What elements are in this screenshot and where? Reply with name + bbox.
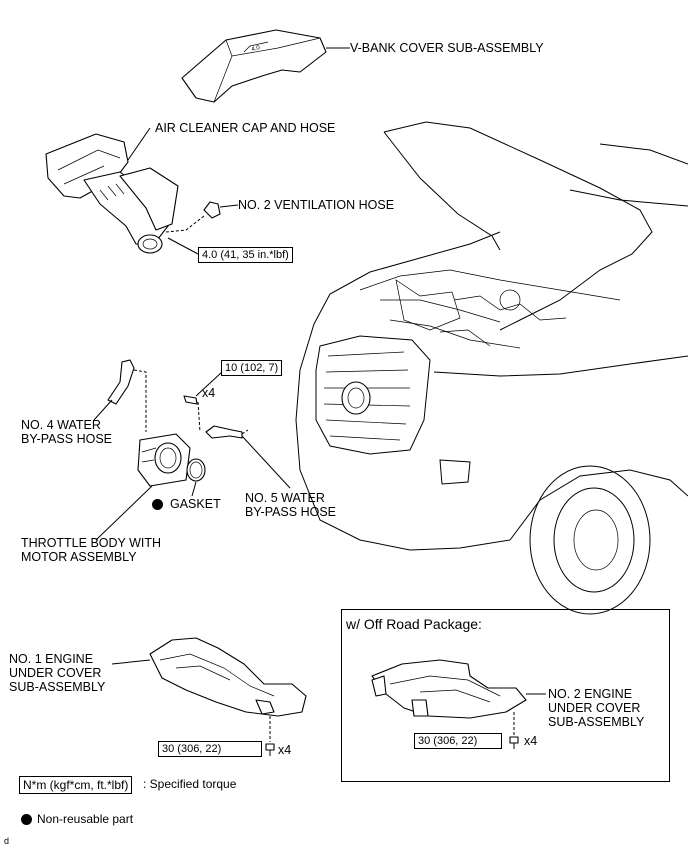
label-air-cleaner: AIR CLEANER CAP AND HOSE	[155, 121, 336, 135]
torque-under-cover-2: 30 (306, 22)	[414, 733, 502, 749]
leader-ventilation-torque	[167, 237, 199, 255]
figure-code: d	[4, 836, 10, 846]
svg-text:4.0: 4.0	[251, 45, 261, 53]
under-cover-1-part	[149, 637, 307, 742]
label-vbank-cover: V-BANK COVER SUB-ASSEMBLY	[350, 41, 544, 55]
torque-throttle-bolt: 10 (102, 7)	[221, 360, 283, 376]
gasket-part	[186, 458, 206, 482]
non-reusable-mark-gasket	[152, 499, 163, 510]
label-water-hose-4-line1: NO. 4 WATER	[21, 418, 101, 432]
label-throttle-line1: THROTTLE BODY WITH	[21, 536, 162, 550]
leader-throttle-body	[95, 485, 153, 541]
throttle-body-part	[137, 433, 191, 487]
water-hose-4-part	[107, 359, 147, 432]
legend-torque-desc: : Specified torque	[143, 777, 237, 791]
leader-ventilation	[219, 204, 239, 208]
label-gasket: GASKET	[170, 497, 221, 511]
throttle-bolt-part	[183, 395, 201, 433]
leader-air-cleaner	[127, 127, 151, 161]
bolt-under-cover-1	[265, 743, 275, 756]
vbank-cover-part: 4.0	[181, 29, 327, 103]
leader-water-hose-5	[241, 435, 291, 489]
off-road-panel-title: w/ Off Road Package:	[346, 616, 482, 632]
under-cover-2-part	[371, 659, 527, 736]
leader-throttle-torque	[195, 371, 223, 397]
label-water-hose-5-line1: NO. 5 WATER	[245, 491, 325, 505]
leader-gasket	[191, 481, 197, 497]
qty-under-cover-1: x4	[278, 743, 292, 757]
legend-torque-unit: N*m (kgf*cm, ft.*lbf)	[19, 776, 133, 794]
label-under-cover-1-line2: UNDER COVER	[9, 666, 102, 680]
label-water-hose-4-line2: BY-PASS HOSE	[21, 432, 113, 446]
label-under-cover-1-line3: SUB-ASSEMBLY	[9, 680, 106, 694]
bolt-under-cover-2	[509, 736, 519, 749]
water-hose-5-part	[205, 425, 249, 439]
ventilation-hose-part	[165, 201, 221, 233]
vehicle-outline	[295, 121, 688, 615]
qty-throttle-bolt: x4	[202, 386, 216, 400]
leader-water-hose-4	[93, 399, 113, 421]
legend-non-reusable-text: Non-reusable part	[37, 812, 134, 826]
label-under-cover-2-line1: NO. 2 ENGINE	[548, 687, 633, 701]
off-road-package-panel	[341, 609, 670, 782]
label-ventilation-hose: NO. 2 VENTILATION HOSE	[238, 198, 395, 212]
legend-non-reusable-icon	[21, 814, 32, 825]
label-throttle-line2: MOTOR ASSEMBLY	[21, 550, 137, 564]
label-under-cover-2-line3: SUB-ASSEMBLY	[548, 715, 645, 729]
leader-under-cover-1	[111, 659, 151, 665]
torque-under-cover-1: 30 (306, 22)	[158, 741, 262, 757]
torque-ventilation: 4.0 (41, 35 in.*lbf)	[198, 247, 293, 263]
label-water-hose-5-line2: BY-PASS HOSE	[245, 505, 337, 519]
label-under-cover-1-line1: NO. 1 ENGINE	[9, 652, 94, 666]
label-under-cover-2-line2: UNDER COVER	[548, 701, 641, 715]
qty-under-cover-2: x4	[524, 734, 538, 748]
air-cleaner-part	[45, 133, 179, 254]
